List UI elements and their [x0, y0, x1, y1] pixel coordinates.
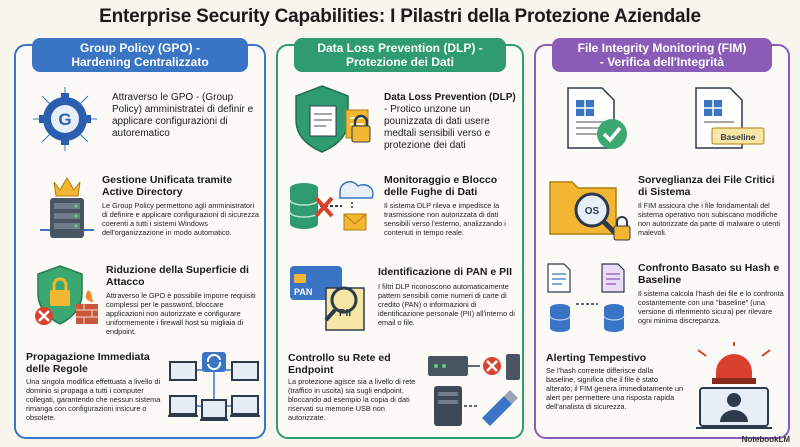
shield-lock-icon — [35, 265, 98, 325]
gpo-s3-title: Propagazione Immediata delle Regole — [26, 351, 150, 375]
file-baseline-icon: Baseline — [695, 87, 765, 149]
fim-s3-title: Alerting Tempestivo — [546, 352, 647, 364]
shield-documents-icon — [295, 85, 371, 153]
gpo-s2-title: Riduzione della Superficie di Attacco — [106, 264, 249, 288]
server-crown-icon — [40, 177, 94, 238]
database-cloud-block-icon — [289, 181, 374, 231]
gpo-intro: Attraverso le GPO - (Group Policy) ammin… — [112, 92, 254, 139]
page-title: Enterprise Security Capabilities: I Pila… — [99, 6, 701, 27]
fim-s2-text: Il sistema calcola l'hash dei file e lo … — [638, 289, 784, 325]
gear-g-icon: G — [33, 87, 97, 151]
fim-panel: File Integrity Monitoring (FIM) - Verifi… — [534, 38, 790, 439]
svg-text:G: G — [58, 110, 71, 129]
fim-s3-text: Se l'hash corrente differisce dalla base… — [546, 366, 684, 411]
alert-analyst-icon — [696, 342, 772, 429]
gpo-panel: Group Policy (GPO) - Hardening Centraliz… — [14, 38, 266, 439]
card-document-icon: PAN PII — [290, 266, 365, 331]
fim-s1-text: Il FIM assicura che i file fondamentali … — [638, 201, 780, 237]
files-database-icon — [547, 263, 625, 332]
notebooklm-footer: NotebookLM — [741, 435, 790, 444]
dlp-s2-title: Identificazione di PAN e PII — [378, 266, 512, 278]
folder-os-magnifier-icon: OS — [549, 181, 631, 241]
gpo-header: Group Policy (GPO) - Hardening Centraliz… — [32, 38, 248, 72]
dlp-s1-title: Monitoraggio e Blocco delle Fughe di Dat… — [384, 174, 498, 198]
svg-text:Baseline: Baseline — [721, 132, 756, 142]
fim-s1-title: Sorveglianza dei File Critici di Sistema — [638, 174, 775, 198]
gpo-s1-title: Gestione Unificata tramite Active Direct… — [102, 174, 233, 198]
gpo-s3-text: Una singola modifica effettuata a livell… — [26, 377, 161, 422]
gpo-s2-text: Attraverso le GPO è possibile imporre re… — [106, 291, 256, 336]
dlp-s1-text: Il sistema DLP rileva e impedisce la tra… — [384, 201, 506, 237]
dlp-s3-title: Controllo su Rete ed Endpoint — [288, 352, 391, 376]
svg-text:OS: OS — [585, 206, 600, 217]
dlp-intro: Data Loss Prevention (DLP) - Protico unz… — [384, 92, 516, 151]
file-check-icon — [567, 87, 627, 149]
network-computers-icon — [168, 352, 260, 421]
dlp-header: Data Loss Prevention (DLP) - Protezione … — [294, 38, 506, 72]
dlp-s2-text: I filtri DLP riconoscono automaticamente… — [378, 282, 515, 327]
dlp-panel: Data Loss Prevention (DLP) - Protezione … — [276, 38, 524, 439]
gpo-s1-text: Le Group Policy permettono agli amminist… — [102, 201, 259, 237]
svg-text:PAN: PAN — [294, 287, 312, 297]
svg-text:PII: PII — [339, 308, 351, 319]
endpoint-usb-block-icon — [428, 354, 520, 426]
dlp-s3-text: La protezione agisce sia a livello di re… — [288, 377, 416, 422]
fim-s2-title: Confronto Basato su Hash e Baseline — [638, 262, 780, 286]
fim-header: File Integrity Monitoring (FIM) - Verifi… — [552, 38, 772, 72]
